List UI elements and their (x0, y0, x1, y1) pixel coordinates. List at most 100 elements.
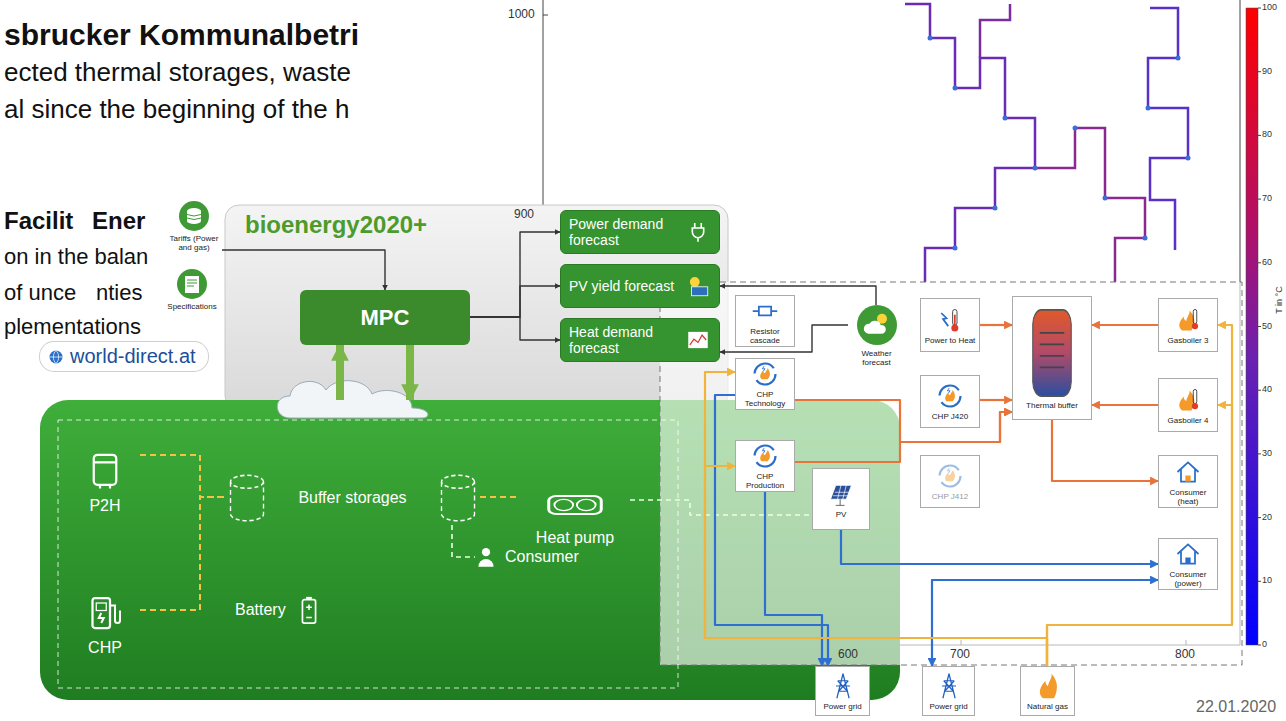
drawing-part (94, 462, 117, 488)
label-anchor: 80 (1262, 129, 1272, 139)
slide-text: Ener (92, 207, 145, 235)
schematic-block: Consumer (power) (1158, 538, 1218, 590)
slide-text: sbrucker Kommunalbetri (4, 18, 359, 53)
url-text: world-direct.at (70, 345, 196, 368)
forecast-box: Power demand forecast (560, 210, 720, 254)
schematic-block: Consumer (heat) (1158, 455, 1218, 508)
drawing-part (836, 673, 850, 698)
colorbar-tick: 40 (1262, 384, 1272, 394)
chp2-icon (936, 462, 964, 490)
drawing-part (1186, 156, 1191, 161)
drawing-part (692, 223, 703, 242)
label-anchor: 700 (950, 648, 970, 662)
schematic-block: Power grid (922, 666, 975, 716)
drawing-part (688, 332, 708, 348)
label-anchor: nties (96, 280, 142, 305)
axis-title: T in °C (1274, 286, 1284, 313)
cloud-symbol (277, 381, 428, 418)
schematic-block: Natural gas (1020, 666, 1075, 716)
connector (222, 250, 385, 290)
drawing-part (762, 448, 765, 453)
drawing-part (692, 287, 708, 296)
slide-text: Facilit (4, 207, 73, 235)
drawing-part (954, 314, 956, 325)
connector (980, 324, 1012, 326)
drawing-part (1146, 106, 1151, 111)
spec-icon (176, 268, 208, 300)
box-label: MPC (361, 305, 410, 331)
drawing-part (1073, 126, 1078, 131)
slide-text: nties (96, 280, 142, 305)
drawing-part (945, 390, 955, 401)
drawing-part (945, 470, 955, 481)
box-label: Heat demand forecast (569, 324, 679, 356)
drawing-part (690, 277, 700, 287)
drawing-part (940, 466, 961, 487)
label-anchor: Facilit (4, 207, 73, 235)
icon-label: Weather forecast (848, 348, 905, 368)
connector (470, 232, 560, 317)
drawing-part (947, 468, 950, 473)
asset-icon: P2H (70, 435, 140, 530)
block-label: CHP J420 (932, 412, 968, 421)
asset-label: Buffer storages (298, 489, 406, 507)
label-anchor: 60 (1262, 257, 1272, 267)
label-anchor: 22.01.2020 (1196, 698, 1276, 716)
block-label: Power grid (823, 702, 861, 711)
block-label: Gasboiler 4 (1168, 416, 1209, 425)
connector (470, 286, 560, 317)
p2h2-icon (936, 306, 964, 334)
drawing-part (50, 350, 63, 363)
drawing-part (482, 548, 490, 556)
drawing-part (1148, 8, 1188, 250)
label-anchor: 70 (1262, 193, 1272, 203)
connector (1047, 405, 1232, 666)
asset-label: Consumer (505, 548, 579, 566)
icon-label: Specifications (167, 302, 216, 311)
block-label: CHP Production (738, 472, 792, 490)
drawing-part (836, 499, 845, 505)
asset-label: P2H (89, 497, 120, 515)
drawing-part (755, 446, 776, 467)
axis-tick: 600 (838, 648, 858, 662)
drawing-part (1003, 116, 1008, 121)
drawing-part (187, 280, 197, 286)
asset-label: Battery (235, 601, 286, 619)
storage-group: Buffer storages (225, 470, 480, 525)
label-anchor: 30 (1262, 448, 1272, 458)
drawing-part (928, 36, 933, 41)
colorbar-tick: 60 (1262, 257, 1272, 267)
colorbar-tick: 0 (1262, 639, 1267, 649)
drawing-part (905, 4, 1035, 282)
connector (705, 372, 1047, 666)
drawing-part (953, 86, 958, 91)
drawing-part (863, 321, 885, 334)
drawing-part (442, 481, 475, 520)
schematic-block: Thermal buffer (1012, 296, 1092, 420)
drawing-part (941, 313, 948, 326)
label-anchor: 50 (1262, 321, 1272, 331)
connector (1092, 324, 1158, 326)
slide-text: on in the balan (4, 244, 148, 269)
colorbar-tick: 70 (1262, 193, 1272, 203)
label-anchor: on in the balan (4, 244, 148, 269)
cyl-icon (225, 472, 269, 524)
colorbar-tick: 50 (1262, 321, 1272, 331)
pylon-icon (935, 672, 963, 700)
box-label: PV yield forecast (569, 278, 679, 294)
drawing-part (940, 386, 961, 407)
drawing-part (1193, 309, 1197, 323)
schematic-block: Power grid (815, 666, 870, 716)
axis-tick: 800 (1175, 648, 1195, 662)
icon-label: Tariffs (Power and gas) (166, 234, 222, 252)
label-anchor: ected thermal storages, waste (4, 58, 351, 88)
schematic-block: CHP J420 (920, 375, 980, 428)
battery-icon (294, 591, 324, 629)
drawing-part (1258, 8, 1261, 645)
cyl-icon (436, 472, 480, 524)
boiler-icon (1174, 306, 1202, 334)
chp2-icon (751, 360, 779, 388)
drawing-part (549, 496, 602, 514)
drawing-part (1185, 558, 1190, 564)
